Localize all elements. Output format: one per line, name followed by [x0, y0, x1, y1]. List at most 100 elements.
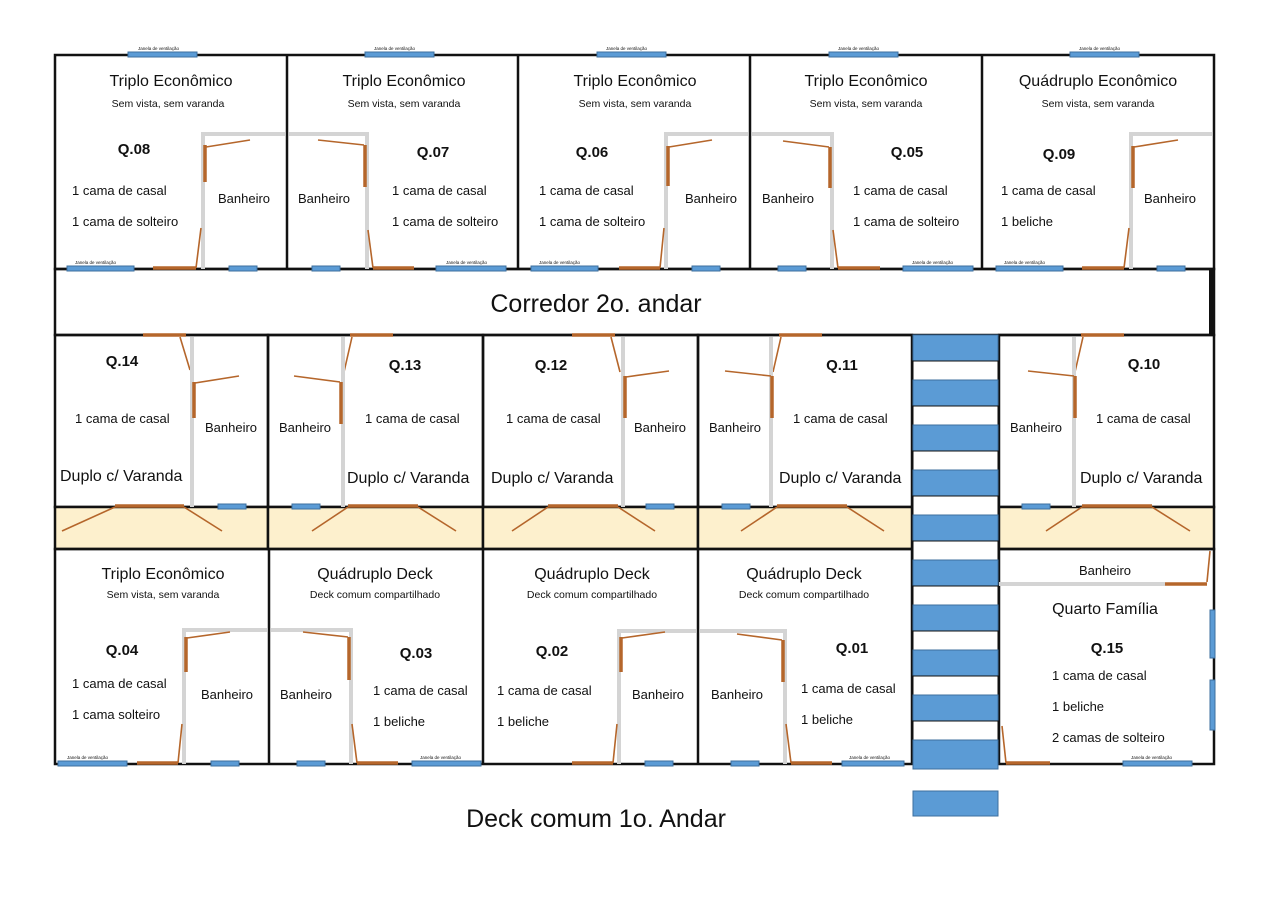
bed-item: 1 cama de casal — [539, 183, 634, 198]
bathroom-label: Banheiro — [201, 687, 253, 702]
room-subtitle: Sem vista, sem varanda — [810, 98, 923, 110]
window — [127, 51, 198, 58]
bed-item: 1 cama de casal — [1001, 183, 1096, 198]
bed-item: 1 cama de casal — [72, 183, 167, 198]
bathroom-q08 — [153, 132, 285, 270]
bed-item: 1 beliche — [1001, 214, 1053, 229]
bed-item: 1 cama de casal — [793, 411, 888, 426]
room-number: Q.14 — [106, 353, 139, 370]
room-number: Q.11 — [826, 357, 858, 374]
bathroom-label: Banheiro — [279, 420, 331, 435]
room-number: Q.04 — [106, 642, 139, 659]
bed-item: 1 cama de solteiro — [72, 214, 178, 229]
stair-step — [912, 694, 999, 722]
window-label: Janela de ventilação — [446, 260, 488, 265]
bed-item: 1 cama de casal — [373, 683, 468, 698]
window — [777, 265, 807, 272]
room-number: Q.06 — [576, 144, 609, 161]
window-label: Janela de ventilação — [539, 260, 581, 265]
bathroom-label: Banheiro — [1144, 191, 1196, 206]
stair-step — [912, 495, 999, 516]
room-type: Duplo c/ Varanda — [1080, 470, 1203, 487]
stair-step — [912, 540, 999, 561]
stair-step — [912, 585, 999, 606]
bathroom-q14 — [61, 333, 247, 532]
room-title: Triplo Econômico — [573, 73, 696, 90]
balcony-q14 — [53, 505, 270, 551]
balcony-q10 — [997, 505, 1216, 551]
stair-step — [912, 450, 999, 471]
stair-step — [912, 559, 999, 587]
window-label: Janela de ventilação — [1079, 46, 1121, 51]
stair-step — [912, 405, 999, 426]
room-number: Q.09 — [1043, 146, 1076, 163]
window — [364, 51, 435, 58]
bathroom-label: Banheiro — [762, 191, 814, 206]
window — [691, 265, 721, 272]
window — [1122, 760, 1193, 767]
bathroom-label: Banheiro — [632, 687, 684, 702]
bed-item: 1 cama de casal — [392, 183, 487, 198]
bathroom-q12 — [511, 333, 675, 532]
room-type: Duplo c/ Varanda — [60, 468, 183, 485]
room-type: Duplo c/ Varanda — [347, 470, 470, 487]
window — [596, 51, 667, 58]
room-title: Quádruplo Deck — [317, 566, 434, 583]
window — [530, 265, 599, 272]
bed-item: 1 beliche — [497, 714, 549, 729]
room-type: Duplo c/ Varanda — [491, 470, 614, 487]
bathroom-q03 — [271, 628, 398, 765]
window — [296, 760, 326, 767]
stair-step — [912, 630, 999, 651]
room-subtitle: Sem vista, sem varanda — [107, 589, 220, 601]
bathroom-q11 — [721, 333, 885, 532]
stair-step — [912, 360, 999, 381]
window — [1069, 51, 1140, 58]
stair-step — [912, 334, 999, 362]
bathroom-label: Banheiro — [709, 420, 761, 435]
room-number: Q.03 — [400, 645, 433, 662]
stair-step — [912, 424, 999, 452]
room-title: Triplo Econômico — [804, 73, 927, 90]
window — [644, 760, 674, 767]
window — [411, 760, 482, 767]
window-label: Janela de ventilação — [420, 755, 462, 760]
bed-item: 1 beliche — [801, 712, 853, 727]
bathroom-label: Banheiro — [634, 420, 686, 435]
room-title: Quarto Família — [1052, 601, 1158, 618]
staircase — [912, 334, 999, 817]
bathroom-q05 — [752, 132, 880, 270]
room-title: Triplo Econômico — [109, 73, 232, 90]
stair-step — [912, 469, 999, 497]
bed-item: 1 cama de casal — [853, 183, 948, 198]
window — [210, 760, 240, 767]
room-number: Q.02 — [536, 643, 569, 660]
bathroom-q02 — [572, 629, 696, 765]
window-label: Janela de ventilação — [75, 260, 117, 265]
window — [828, 51, 899, 58]
bed-item: 1 cama de casal — [1052, 668, 1147, 683]
balcony-q11 — [696, 505, 914, 551]
bathroom-label: Banheiro — [711, 687, 763, 702]
bathroom-q04 — [137, 628, 267, 765]
window-label: Janela de ventilação — [849, 755, 891, 760]
bed-item: 1 cama de casal — [72, 676, 167, 691]
bathroom-label: Banheiro — [298, 191, 350, 206]
window — [1156, 265, 1186, 272]
window-label: Janela de ventilação — [606, 46, 648, 51]
windows-top — [66, 51, 1186, 272]
bed-item: 1 cama de casal — [506, 411, 601, 426]
stair-step — [912, 379, 999, 407]
room-number: Q.07 — [417, 144, 450, 161]
bathroom-label: Banheiro — [1079, 563, 1131, 578]
room-subtitle: Sem vista, sem varanda — [348, 98, 461, 110]
bathroom-q09 — [1082, 132, 1212, 270]
stair-step — [912, 739, 999, 770]
room-title: Triplo Econômico — [342, 73, 465, 90]
window-label: Janela de ventilação — [374, 46, 416, 51]
bed-item: 1 cama de casal — [75, 411, 170, 426]
room-subtitle: Sem vista, sem varanda — [112, 98, 225, 110]
corridor-label: Corredor 2o. andar — [490, 290, 701, 318]
bathroom-q15 — [999, 550, 1216, 765]
window — [995, 265, 1064, 272]
